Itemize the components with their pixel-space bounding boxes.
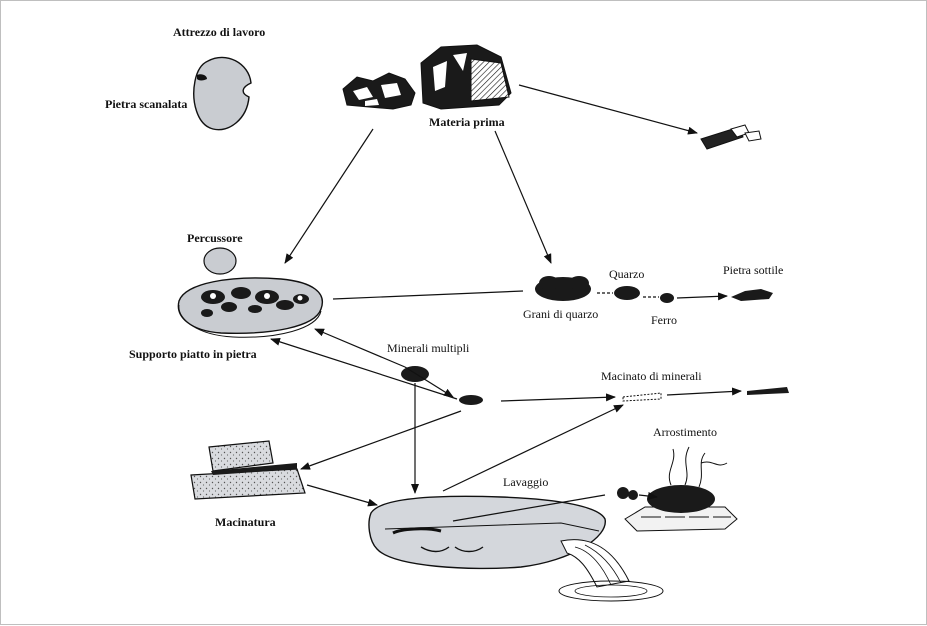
label-grooved-stone: Pietra scanalata [105, 97, 187, 111]
label-quartz: Quarzo [609, 267, 644, 281]
washing-basin-icon [369, 496, 663, 601]
arrow-raw-to-quartz [495, 131, 551, 263]
label-ground-minerals: Macinato di minerali [601, 369, 702, 383]
stone-slab-icon [178, 278, 322, 337]
label-grinding: Macinatura [215, 515, 276, 529]
processed-pieces-icon [701, 125, 761, 149]
iron-icon [660, 293, 674, 303]
thin-stone-icon [731, 289, 773, 301]
arrow-to-pile [405, 367, 453, 397]
ground-minerals-icon [623, 387, 789, 401]
quartz-icon [614, 286, 640, 300]
raw-material-rocks-icon [343, 45, 511, 109]
arrow-iron-to-thin [677, 296, 727, 298]
roasting-fire-icon [617, 447, 737, 531]
arrow-raw-to-slab [285, 129, 373, 263]
label-multiple-minerals: Minerali multipli [387, 341, 469, 355]
mineral-pile-icon [459, 395, 483, 405]
arrow-grinding-to-basin [307, 485, 377, 505]
grinding-stones-icon [191, 441, 305, 499]
label-thin-stone: Pietra sottile [723, 263, 783, 277]
arrow-pile-to-ground [501, 397, 615, 401]
hammerstone-icon [204, 248, 236, 274]
label-hammer: Percussore [187, 231, 243, 245]
label-roasting: Arrostimento [653, 425, 717, 439]
quartz-grains-icon [535, 276, 591, 301]
label-iron: Ferro [651, 313, 677, 327]
label-quartz-grains: Grani di quarzo [523, 307, 598, 321]
label-raw-material: Materia prima [429, 115, 505, 129]
arrow-ground-to-dark [667, 391, 741, 395]
line-slab-to-quartz [333, 291, 523, 299]
arrow-raw-to-pieces [519, 85, 697, 133]
grooved-stone-icon [194, 57, 251, 129]
label-washing: Lavaggio [503, 475, 548, 489]
label-tool: Attrezzo di lavoro [173, 25, 265, 39]
arrow-pile-to-grinding [301, 411, 461, 469]
label-stone-slab: Supporto piatto in pietra [129, 347, 257, 361]
